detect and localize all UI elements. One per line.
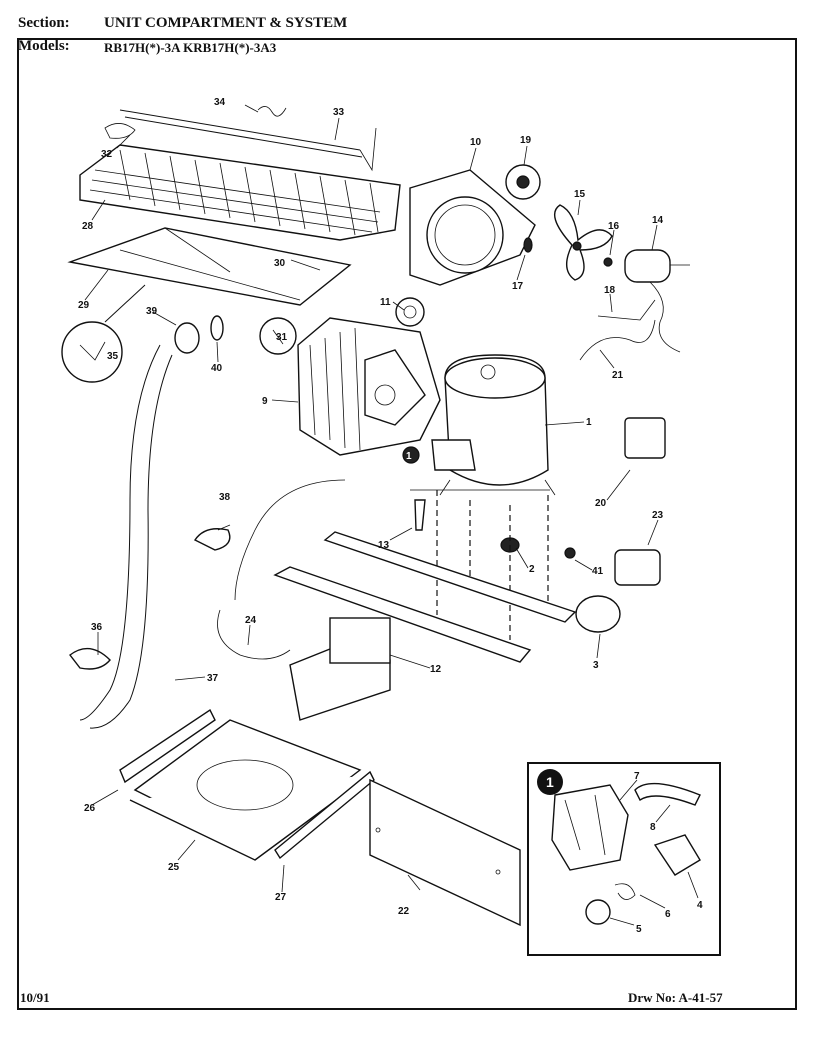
fan-grommet — [505, 164, 541, 200]
callout-6: 6 — [665, 909, 671, 920]
fan-retainer — [523, 237, 533, 253]
evaporator-coil — [297, 317, 441, 456]
deflector-panel — [67, 227, 352, 306]
callout-30: 30 — [274, 258, 286, 269]
callout-17: 17 — [512, 281, 524, 292]
callout-33: 33 — [333, 107, 345, 118]
drain-tube — [79, 344, 173, 729]
callout-10: 10 — [470, 137, 482, 148]
callout-2: 2 — [529, 564, 535, 575]
drain-pan — [119, 708, 371, 861]
section-label: Section: — [18, 15, 70, 31]
callout-7: 7 — [634, 771, 640, 782]
detail-31 — [259, 317, 297, 355]
callout-21: 21 — [612, 370, 624, 381]
fan-harness — [597, 299, 656, 321]
callout-34: 34 — [214, 97, 226, 108]
callout-26: 26 — [84, 803, 96, 814]
motor-lead — [579, 319, 656, 361]
callout-36: 36 — [91, 622, 103, 633]
compressor-base — [273, 531, 577, 721]
callout-22: 22 — [398, 906, 410, 917]
shroud-grommet — [395, 297, 425, 327]
callout-39: 39 — [146, 306, 158, 317]
detail-ref-number: 1 — [406, 451, 412, 462]
footer-drawing-number: Drw No: A-41-57 — [628, 990, 723, 1005]
callout-20: 20 — [595, 498, 607, 509]
callout-19: 19 — [520, 135, 532, 146]
callout-23: 23 — [652, 510, 664, 521]
fan-blade — [553, 204, 613, 281]
callout-18: 18 — [604, 285, 616, 296]
callout-3: 3 — [593, 660, 599, 671]
compressor — [410, 354, 556, 496]
callout-1: 1 — [586, 417, 592, 428]
callout-14: 14 — [652, 215, 664, 226]
callout-41: 41 — [592, 566, 604, 577]
models-label: Models: — [18, 38, 70, 54]
bushing-39 — [174, 322, 200, 354]
callout-35: 35 — [107, 351, 119, 362]
harness-24 — [217, 609, 291, 660]
footer-date: 10/91 — [20, 990, 50, 1005]
callout-5: 5 — [636, 924, 642, 935]
clamp-38 — [193, 528, 231, 551]
callout-16: 16 — [608, 221, 620, 232]
callout-12: 12 — [430, 664, 442, 675]
callout-40: 40 — [211, 363, 223, 374]
rail-27 — [274, 770, 375, 860]
diagram-frame — [17, 38, 797, 1010]
callout-31: 31 — [276, 332, 288, 343]
condenser-coil — [79, 144, 401, 241]
inset-detail-number: 1 — [546, 774, 554, 790]
screw-41 — [564, 547, 576, 559]
callout-25: 25 — [168, 862, 180, 873]
callout-9: 9 — [262, 396, 268, 407]
section-value: UNIT COMPARTMENT & SYSTEM — [104, 15, 348, 31]
callout-13: 13 — [378, 540, 390, 551]
grommet-40 — [210, 315, 224, 341]
callout-8: 8 — [650, 822, 656, 833]
detail-3 — [575, 595, 621, 633]
condenser-fan-motor — [624, 249, 690, 353]
lead-wire — [234, 479, 346, 601]
models-value: RB17H(*)-3A KRB17H(*)-3A3 — [104, 40, 277, 55]
filter-drier — [414, 499, 426, 531]
detail-ref-marker — [402, 446, 420, 464]
callout-15: 15 — [574, 189, 586, 200]
callout-28: 28 — [82, 221, 94, 232]
fan-clip — [603, 257, 613, 267]
callout-4: 4 — [697, 900, 703, 911]
callout-27: 27 — [275, 892, 287, 903]
detail-35 — [61, 321, 123, 383]
fan-shroud — [409, 169, 536, 286]
callout-38: 38 — [219, 492, 231, 503]
callout-29: 29 — [78, 300, 90, 311]
access-panel — [369, 778, 521, 927]
callout-24: 24 — [245, 615, 257, 626]
overload-20 — [624, 417, 666, 459]
discharge-tube-assembly — [104, 106, 377, 172]
callout-leaders — [84, 104, 699, 926]
callout-37: 37 — [207, 673, 219, 684]
callout-11: 11 — [380, 297, 391, 308]
clip-36 — [69, 647, 111, 670]
detail-inset — [527, 762, 721, 956]
callout-32: 32 — [101, 149, 113, 160]
relay-23 — [614, 549, 661, 586]
